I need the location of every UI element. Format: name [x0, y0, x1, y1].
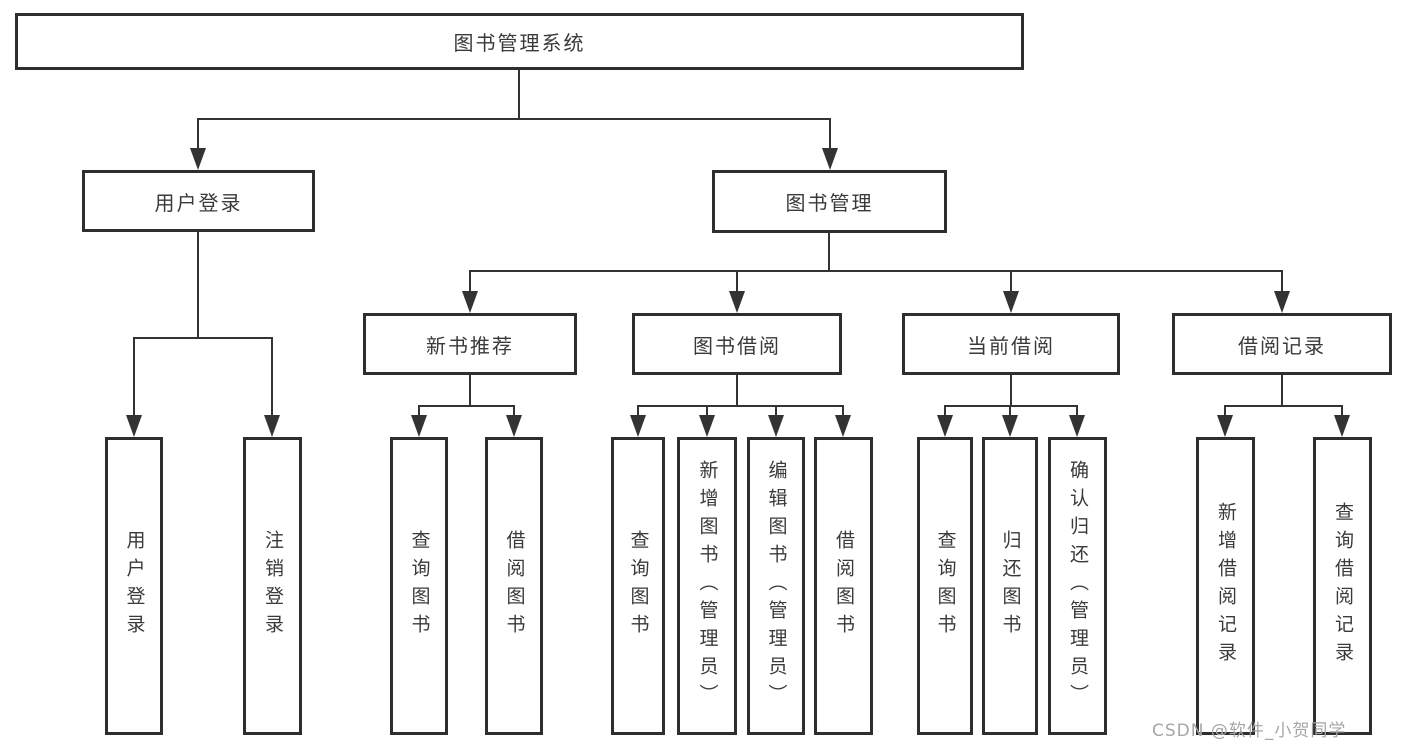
arrow-down-icon [1334, 415, 1350, 437]
connector-hline [944, 405, 1078, 407]
csdn-watermark: CSDN @软件_小贺同学 [1152, 721, 1347, 741]
arrow-down-icon [1002, 415, 1018, 437]
arrow-down-icon [190, 148, 206, 170]
connector-vline [736, 375, 738, 405]
node-new-book-recommendation: 新书推荐 [363, 313, 577, 375]
leaf-query-books-recommend: 查询图书 [390, 437, 448, 735]
leaf-logout: 注销登录 [243, 437, 302, 735]
node-borrowing-records: 借阅记录 [1172, 313, 1392, 375]
connector-vline [513, 405, 515, 419]
connector-vline [469, 375, 471, 405]
connector-vline [828, 233, 830, 270]
connector-vline [1224, 405, 1226, 419]
arrow-down-icon [937, 415, 953, 437]
leaf-add-borrow-record: 新增借阅记录 [1196, 437, 1255, 735]
connector-vline [1009, 405, 1011, 419]
leaf-label: 注销登录 [262, 530, 284, 642]
arrow-down-icon [729, 291, 745, 313]
connector-vline [133, 337, 135, 417]
arrow-down-icon [630, 415, 646, 437]
leaf-borrow-books-borrowing: 借阅图书 [814, 437, 873, 735]
arrow-down-icon [699, 415, 715, 437]
leaf-edit-books-admin: 编辑图书（管理员） [747, 437, 805, 735]
leaf-query-books-current: 查询图书 [917, 437, 973, 735]
leaf-label: 新增图书（管理员） [696, 460, 719, 712]
arrow-down-icon [835, 415, 851, 437]
connector-vline [1076, 405, 1078, 419]
leaf-label: 用户登录 [123, 530, 146, 642]
connector-vline [637, 405, 639, 419]
arrow-down-icon [768, 415, 784, 437]
connector-vline [706, 405, 708, 419]
node-book-management: 图书管理 [712, 170, 947, 233]
connector-vline [1281, 270, 1283, 293]
connector-hline [637, 405, 844, 407]
arrow-down-icon [506, 415, 522, 437]
leaf-label: 查询图书 [934, 530, 957, 642]
connector-hline [469, 270, 1283, 272]
arrow-down-icon [126, 415, 142, 437]
node-library-management-system: 图书管理系统 [15, 13, 1024, 70]
leaf-label: 新增借阅记录 [1215, 502, 1237, 670]
connector-vline [197, 118, 199, 150]
connector-vline [1341, 405, 1343, 419]
arrow-down-icon [411, 415, 427, 437]
arrow-down-icon [1069, 415, 1085, 437]
connector-hline [418, 405, 515, 407]
arrow-down-icon [1217, 415, 1233, 437]
arrow-down-icon [1003, 291, 1019, 313]
connector-vline [736, 270, 738, 293]
leaf-label: 查询图书 [627, 530, 650, 642]
leaf-label: 查询借阅记录 [1332, 502, 1354, 670]
node-user-login: 用户登录 [82, 170, 315, 232]
connector-vline [775, 405, 777, 419]
connector-vline [1281, 375, 1283, 405]
leaf-user-login: 用户登录 [105, 437, 163, 735]
arrow-down-icon [822, 148, 838, 170]
connector-hline [197, 118, 831, 120]
connector-vline [469, 270, 471, 293]
connector-vline [518, 70, 520, 118]
node-current-borrowing: 当前借阅 [902, 313, 1120, 375]
connector-vline [944, 405, 946, 419]
connector-vline [829, 118, 831, 150]
node-book-borrowing: 图书借阅 [632, 313, 842, 375]
leaf-label: 查询图书 [408, 530, 431, 642]
leaf-label: 确认归还（管理员） [1067, 460, 1089, 712]
connector-vline [197, 232, 199, 337]
leaf-query-borrow-record: 查询借阅记录 [1313, 437, 1372, 735]
leaf-label: 归还图书 [999, 530, 1022, 642]
leaf-label: 借阅图书 [503, 530, 526, 642]
connector-vline [1010, 375, 1012, 405]
connector-hline [133, 337, 273, 339]
connector-vline [418, 405, 420, 419]
leaf-label: 编辑图书（管理员） [765, 460, 788, 712]
connector-vline [271, 337, 273, 417]
arrow-down-icon [1274, 291, 1290, 313]
leaf-query-books-borrowing: 查询图书 [611, 437, 665, 735]
arrow-down-icon [264, 415, 280, 437]
arrow-down-icon [462, 291, 478, 313]
leaf-confirm-return-admin: 确认归还（管理员） [1048, 437, 1107, 735]
connector-hline [1224, 405, 1343, 407]
leaf-borrow-books-recommend: 借阅图书 [485, 437, 543, 735]
leaf-add-books-admin: 新增图书（管理员） [677, 437, 737, 735]
leaf-return-books: 归还图书 [982, 437, 1038, 735]
connector-vline [842, 405, 844, 419]
connector-vline [1010, 270, 1012, 293]
leaf-label: 借阅图书 [833, 530, 855, 642]
